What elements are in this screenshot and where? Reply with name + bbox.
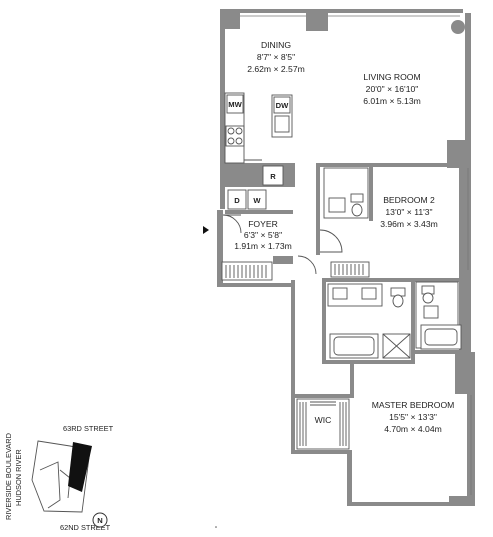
dishwasher-label: DW <box>276 101 289 110</box>
microwave <box>226 94 244 114</box>
master-imperial: 15'5" × 13'3" <box>389 412 437 422</box>
bath-1 <box>323 167 370 278</box>
foyer-fixtures <box>203 214 273 281</box>
building-highlight <box>68 442 92 492</box>
dryer <box>227 189 247 210</box>
master-bath <box>327 281 462 359</box>
key-plan: 63RD STREET 62ND STREET RIVERSIDE BOULEV… <box>4 424 114 532</box>
room-dining: DINING 8'7" × 8'5" 2.62m × 2.57m <box>247 40 305 74</box>
doors <box>297 229 343 275</box>
foyer-name: FOYER <box>248 219 278 229</box>
bedroom2-name: BEDROOM 2 <box>383 195 435 205</box>
living-name: LIVING ROOM <box>363 72 420 82</box>
dining-metric: 2.62m × 2.57m <box>247 64 305 74</box>
north-compass-icon <box>92 512 108 528</box>
kitchen: MW DW R D W <box>224 92 293 210</box>
range <box>262 165 284 186</box>
dining-name: DINING <box>261 40 291 50</box>
dishwasher <box>273 96 291 114</box>
room-master: MASTER BEDROOM 15'5" × 13'3" 4.70m × 4.0… <box>372 400 455 434</box>
washer <box>247 189 267 210</box>
living-imperial: 20'0" × 16'10" <box>366 84 419 94</box>
microwave-label: MW <box>228 100 242 109</box>
bedroom2-metric: 3.96m × 3.43m <box>380 219 438 229</box>
wic-fixtures <box>296 398 350 450</box>
room-bedroom2: BEDROOM 2 13'0" × 11'3" 3.96m × 3.43m <box>380 195 438 229</box>
dining-imperial: 8'7" × 8'5" <box>257 52 295 62</box>
north-street-label: 63RD STREET <box>63 424 114 433</box>
master-metric: 4.70m × 4.04m <box>384 424 442 434</box>
bedroom2-imperial: 13'0" × 11'3" <box>385 207 432 217</box>
side-street-label: RIVERSIDE BOULEVARD <box>4 433 13 520</box>
entry-arrow-icon <box>203 226 209 234</box>
foyer-imperial: 6'3" × 5'8" <box>244 230 282 240</box>
master-name: MASTER BEDROOM <box>372 400 455 410</box>
windows <box>240 15 472 495</box>
river-label: HUDSON RIVER <box>14 449 23 506</box>
living-metric: 6.01m × 5.13m <box>363 96 421 106</box>
range-label: R <box>270 172 276 181</box>
dryer-label: D <box>234 196 240 205</box>
wic-name: WIC <box>315 415 332 425</box>
room-living: LIVING ROOM 20'0" × 16'10" 6.01m × 5.13m <box>363 72 421 106</box>
foyer-metric: 1.91m × 1.73m <box>234 241 292 251</box>
room-foyer: FOYER 6'3" × 5'8" 1.91m × 1.73m <box>234 219 292 251</box>
south-street-label: 62ND STREET <box>60 523 111 532</box>
washer-label: W <box>253 196 261 205</box>
north-label: N <box>97 516 102 525</box>
